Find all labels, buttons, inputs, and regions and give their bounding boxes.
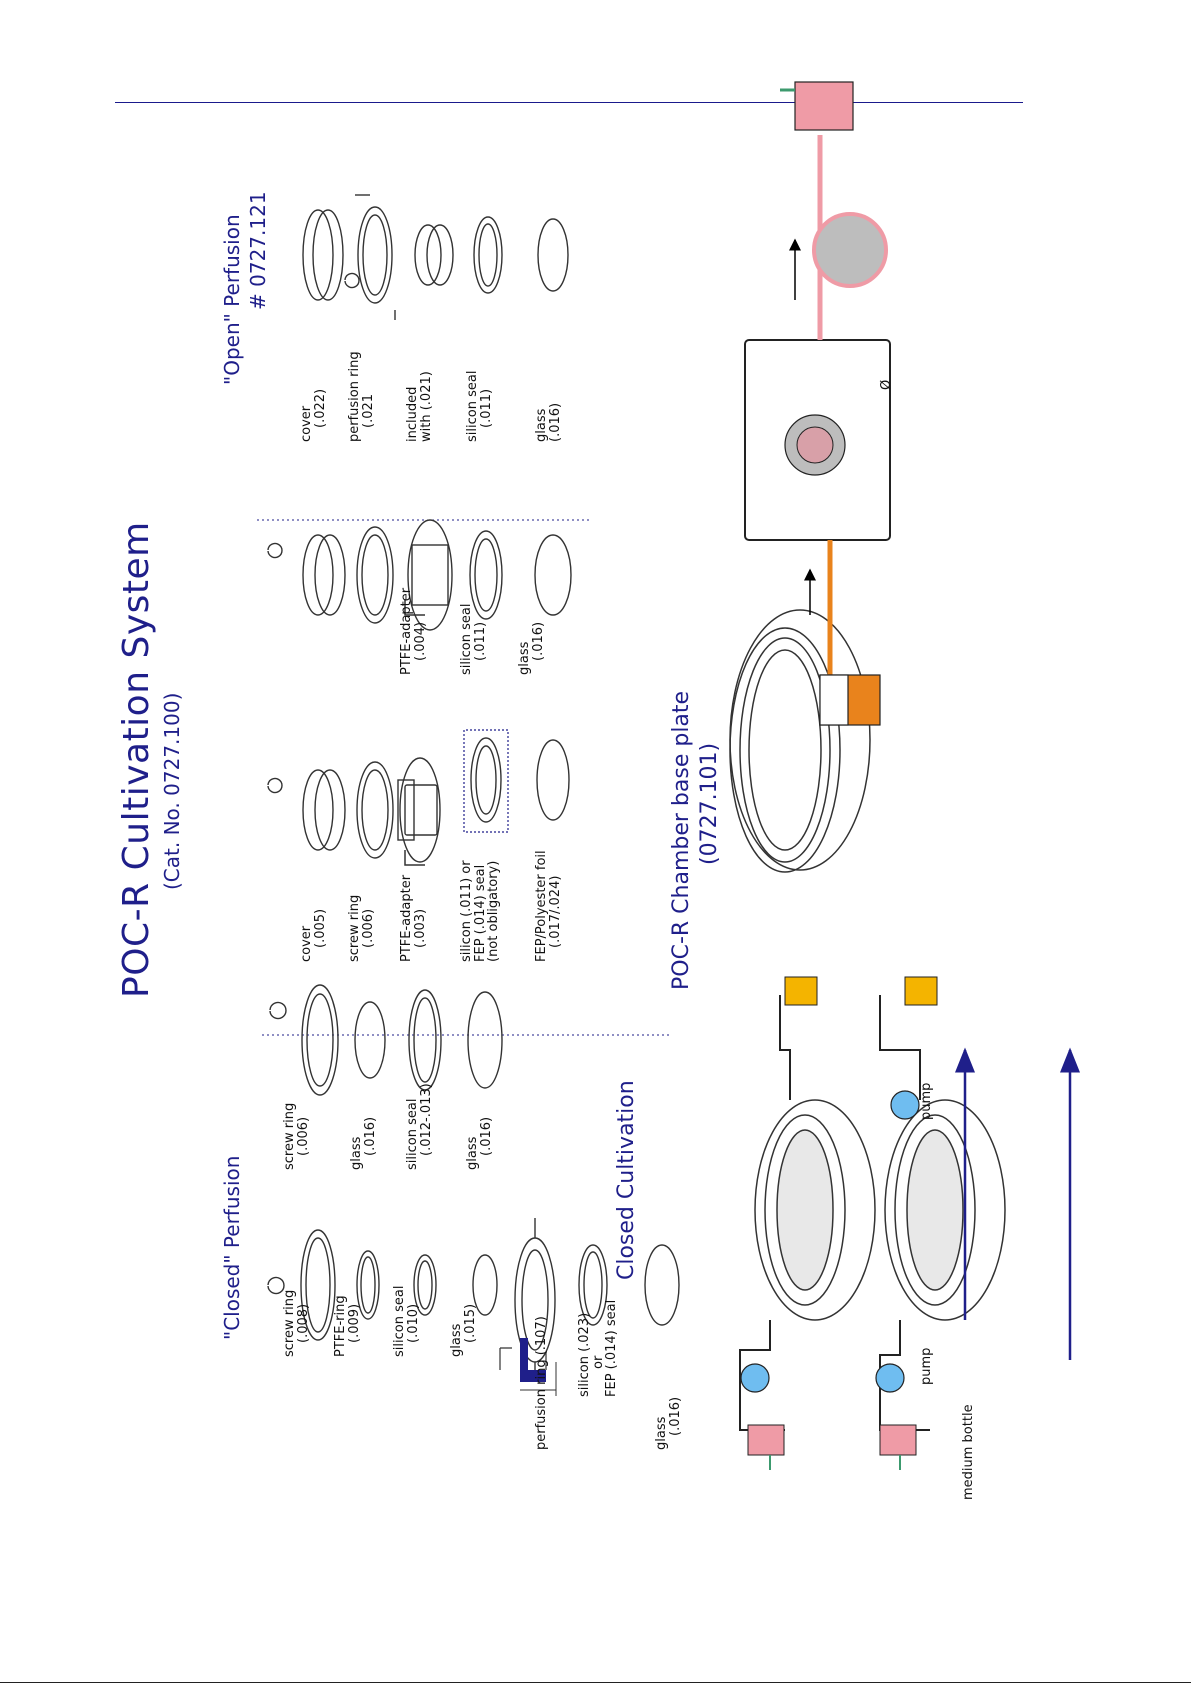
- collection-bottle-icon: [819, 674, 881, 726]
- rotate-arrow-icon-2: [269, 1001, 287, 1020]
- ptfe-adapter-003-drawing: [399, 757, 441, 863]
- screw-ring-006-drawing: [301, 984, 339, 1096]
- base-plate-heading: POC-R Chamber base plate: [669, 690, 694, 990]
- part-label: glass(.016): [465, 1116, 494, 1170]
- top-rule: [115, 102, 1023, 103]
- optional-seal-box: [463, 729, 509, 833]
- part-label: silicon seal(.012-.013): [405, 1083, 434, 1170]
- glass-016-right-drawing: [354, 1001, 386, 1079]
- part-label: FEP/Polyester foil(.017/.024): [534, 850, 563, 962]
- cover-005-drawing: [302, 769, 334, 851]
- part-label: screw ring(.006): [347, 894, 376, 962]
- rotate-arrow-icon: [267, 1276, 285, 1295]
- part-label: PTFE-adapter(.004): [399, 587, 428, 675]
- open-perfusion-parts: [302, 194, 569, 320]
- part-label: cover(.005): [299, 908, 328, 962]
- pump-icon-3: [890, 1090, 920, 1120]
- closed-perfusion-right-parts: [269, 984, 503, 1096]
- part-label: glass(.015): [449, 1303, 478, 1357]
- catalog-number: (Cat. No. 0727.100): [160, 692, 184, 890]
- rotated-diagram: POC-R Cultivation System (Cat. No. 0727.…: [116, 81, 1080, 1500]
- perfusion-ring-section-icon: [499, 1338, 557, 1396]
- base-plate-drawing: [729, 609, 871, 873]
- base-plate-code: (0727.101): [697, 742, 722, 865]
- pump-label: pump: [919, 1347, 934, 1385]
- part-label: glass(.016): [349, 1116, 378, 1170]
- stage-mark: Ø: [879, 379, 894, 390]
- middle-parts: [267, 729, 570, 863]
- reservoir-bottle-icon: [780, 81, 854, 131]
- cultivation-chamber-2: [884, 1099, 1006, 1321]
- pump-icon-2: [875, 1363, 905, 1393]
- peristaltic-pump-icon: [812, 212, 888, 288]
- silicon-seal-010-drawing: [413, 1254, 437, 1316]
- medium-bottle-icon-2: [879, 1424, 917, 1470]
- part-label: perfusion ring (.107): [534, 1316, 549, 1450]
- silicon-023-drawing: [578, 1244, 608, 1326]
- medium-bottle-icon-1: [747, 1424, 785, 1470]
- diagram-artwork: [257, 81, 1080, 1470]
- glass-016-drawing: [644, 1244, 680, 1326]
- part-label: glass(.016): [534, 402, 563, 442]
- medium-bottle-label: medium bottle: [961, 1404, 976, 1500]
- part-label: silicon seal(.011): [465, 370, 494, 442]
- open-perfusion-code: # 0727.121: [246, 191, 270, 310]
- part-label: screw ring(.008): [282, 1289, 311, 1357]
- glass-015-drawing: [472, 1254, 498, 1316]
- part-label: PTFE-adapter(.003): [399, 874, 428, 962]
- closed-perfusion-parts: [267, 1218, 680, 1380]
- screw-ring-middle-drawing: [356, 761, 394, 859]
- silicon-seal-012-drawing: [408, 989, 442, 1091]
- glass-016-right2-drawing: [467, 991, 503, 1089]
- closed-cultivation-heading: Closed Cultivation: [614, 1080, 639, 1280]
- pump-label: pump: [919, 1082, 934, 1120]
- open-perfusion-heading: "Open" Perfusion: [220, 214, 244, 385]
- part-label: screw ring(.006): [282, 1102, 311, 1170]
- part-label: silicon seal(.010): [392, 1285, 421, 1357]
- bottom-rule: [0, 1682, 1191, 1683]
- closed-perfusion-heading: "Closed" Perfusion: [220, 1155, 244, 1340]
- adapter-profile-icon: [404, 850, 425, 866]
- adapter-profile-icon-2: [404, 600, 425, 616]
- cultivation-chamber-1: [754, 1099, 876, 1321]
- page-title: POC-R Cultivation System: [116, 521, 157, 998]
- part-label: glass(.016): [517, 621, 546, 675]
- waste-bottle-icon-2: [904, 976, 938, 1006]
- middle-right-parts: [267, 519, 572, 631]
- part-label: perfusion ring(.021: [347, 351, 376, 442]
- foil-drawing: [536, 739, 570, 821]
- screw-ring-008-drawing: [300, 1229, 336, 1341]
- part-label: silicon seal(.011): [459, 603, 488, 675]
- stage-plate-drawing: [744, 339, 891, 541]
- waste-bottle-icon-1: [784, 976, 818, 1006]
- part-label: cover(.022): [299, 388, 328, 442]
- part-label: glass(.016): [654, 1396, 683, 1450]
- part-label: PTFE-ring(.009): [333, 1295, 362, 1357]
- pump-icon-1: [740, 1363, 770, 1393]
- ptfe-ring-drawing: [356, 1250, 380, 1320]
